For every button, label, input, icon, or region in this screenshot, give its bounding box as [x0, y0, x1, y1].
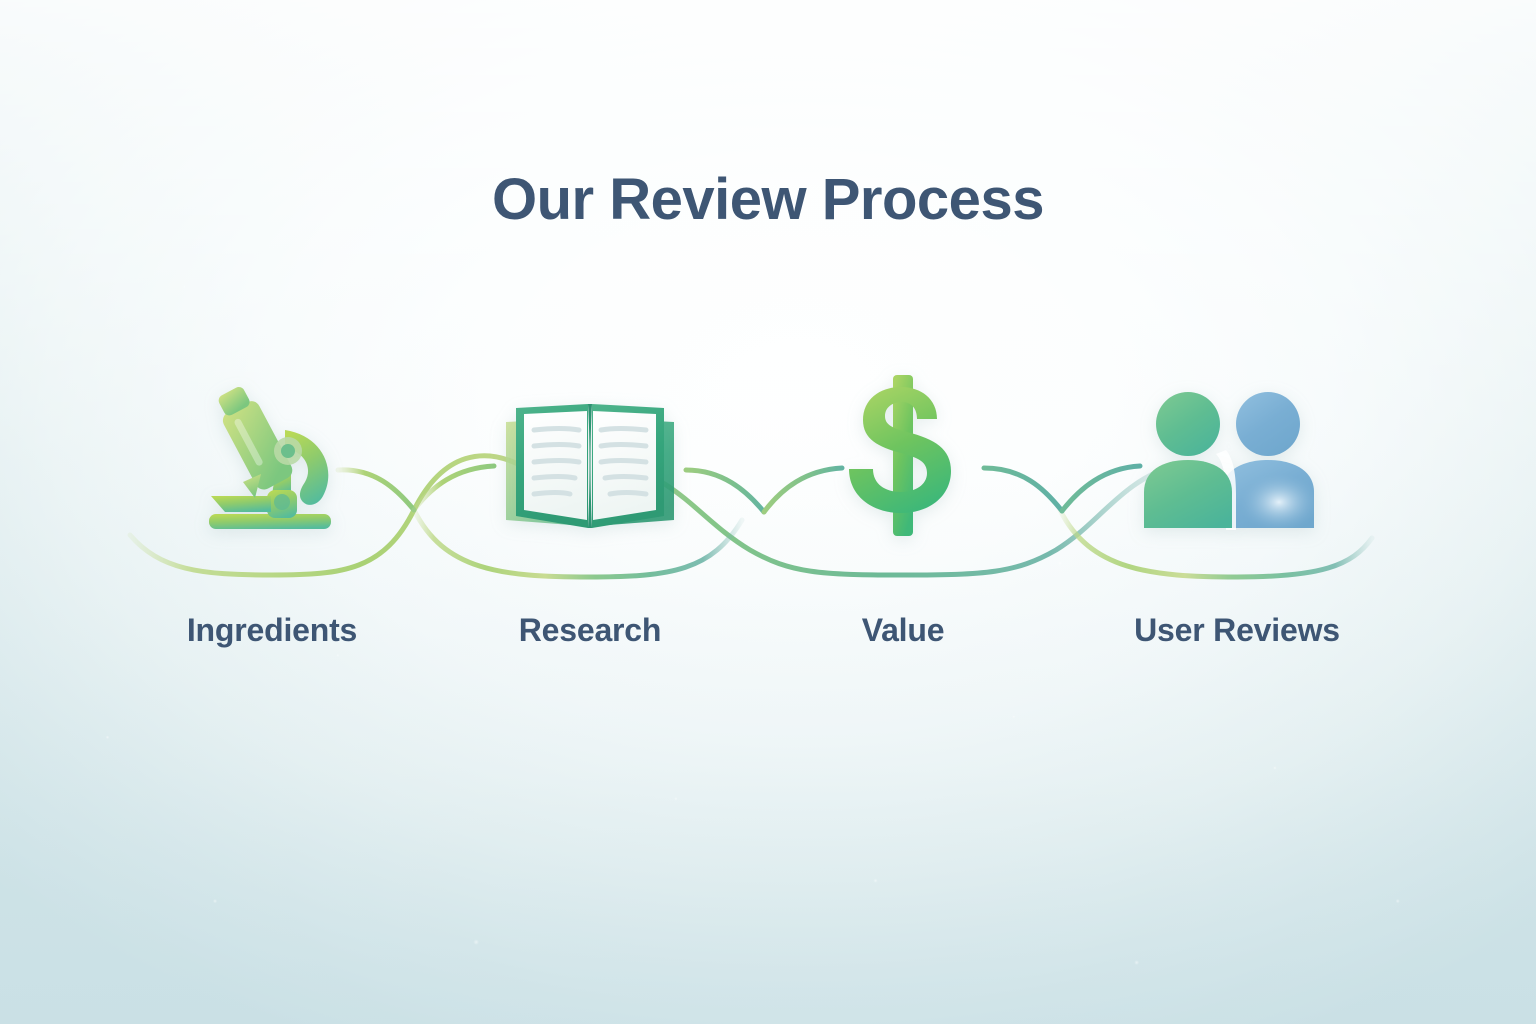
process-step-user-reviews[interactable]: User Reviews: [1107, 368, 1367, 649]
step-label-user-reviews: User Reviews: [1134, 612, 1340, 648]
open-book-icon: [460, 368, 720, 538]
process-step-value[interactable]: Value: [773, 368, 1033, 649]
step-label-research: Research: [518, 612, 662, 648]
process-step-ingredients[interactable]: Ingredients: [142, 368, 402, 649]
process-step-research[interactable]: Research: [460, 368, 720, 649]
step-label-value: Value: [861, 612, 945, 648]
dollar-sign-icon: [773, 368, 1033, 538]
step-connector-lines: [127, 453, 1375, 580]
two-people-icon: [1107, 368, 1367, 538]
page-title: Our Review Process: [492, 167, 1044, 232]
process-steps-row: Ingredients: [0, 368, 1536, 648]
microscope-icon: [142, 368, 402, 538]
step-label-ingredients: Ingredients: [186, 612, 358, 648]
